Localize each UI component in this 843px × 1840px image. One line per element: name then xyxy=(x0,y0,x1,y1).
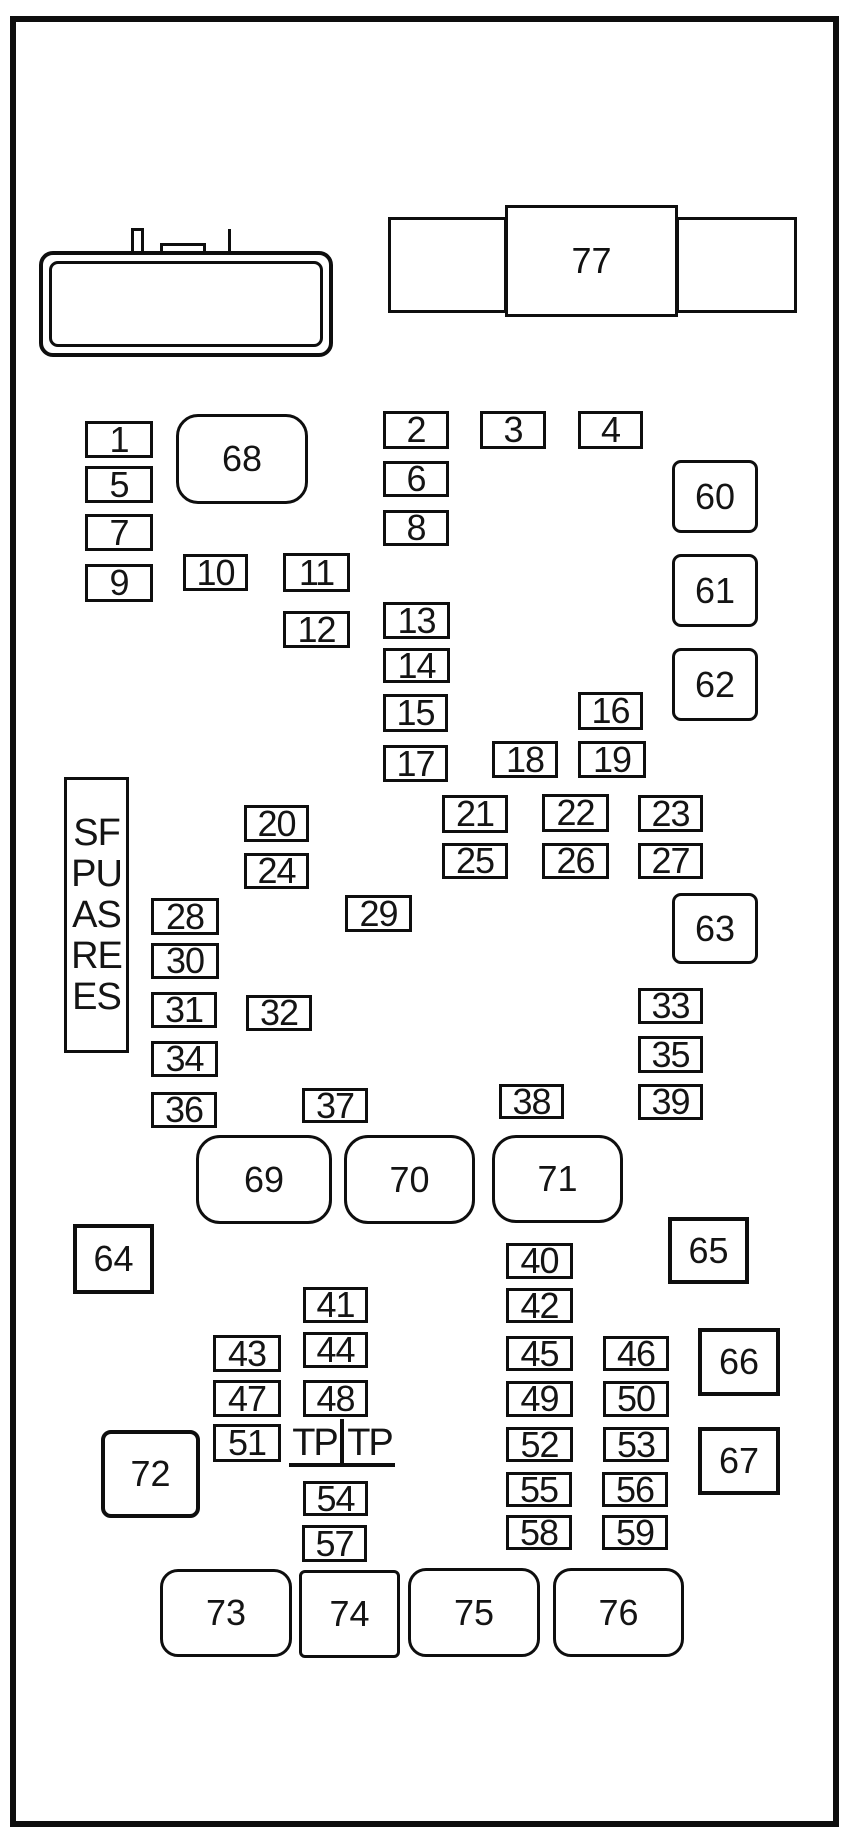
fuse-16: 16 xyxy=(578,690,643,731)
fuse-22: 22 xyxy=(542,792,609,833)
fuse-19: 19 xyxy=(578,739,646,780)
spare-fuses-line: PU xyxy=(71,852,123,895)
relay-63: 63 xyxy=(672,893,758,964)
fuse-26: 26 xyxy=(542,840,609,881)
connector xyxy=(39,251,333,357)
fuse-15: 15 xyxy=(383,692,448,733)
fuse-35: 35 xyxy=(638,1034,703,1075)
fuse-30: 30 xyxy=(151,940,219,981)
fuse-18: 18 xyxy=(492,739,558,780)
connector-tab-middle xyxy=(160,243,206,254)
fuse-4: 4 xyxy=(578,409,643,450)
fuse-59: 59 xyxy=(602,1512,668,1553)
maxi-fuse-77: 77 xyxy=(505,205,678,317)
fuse-40: 40 xyxy=(506,1240,573,1281)
fuse-43: 43 xyxy=(213,1333,281,1374)
fuse-6: 6 xyxy=(383,458,449,499)
fuse-9: 9 xyxy=(85,562,153,603)
fuse-17: 17 xyxy=(383,743,448,784)
fuse-39: 39 xyxy=(638,1081,703,1122)
spare-fuses-line: SF xyxy=(73,811,121,854)
fuse-41: 41 xyxy=(303,1284,368,1325)
connector-tab-left xyxy=(131,228,144,254)
maxi-fuse-77-right-wing xyxy=(676,217,797,313)
test-points: TP TP xyxy=(289,1419,395,1467)
fuse-32: 32 xyxy=(246,992,312,1033)
fuse-11: 11 xyxy=(283,552,350,593)
relay-68: 68 xyxy=(176,414,308,504)
fuse-47: 47 xyxy=(213,1378,281,1419)
fuse-13: 13 xyxy=(383,600,450,641)
fuse-56: 56 xyxy=(602,1469,668,1510)
fuse-25: 25 xyxy=(442,840,508,881)
fuse-53: 53 xyxy=(603,1424,669,1465)
spare-fuses-line: ES xyxy=(72,975,122,1018)
relay-60: 60 xyxy=(672,460,758,533)
test-point-left: TP xyxy=(289,1422,340,1467)
fuse-54: 54 xyxy=(303,1478,368,1519)
fuse-34: 34 xyxy=(151,1038,218,1079)
fuse-58: 58 xyxy=(506,1512,572,1553)
relay-61: 61 xyxy=(672,554,758,627)
relay-69: 69 xyxy=(196,1135,332,1224)
fuse-36: 36 xyxy=(151,1089,217,1130)
fuse-20: 20 xyxy=(244,803,309,844)
fuse-50: 50 xyxy=(603,1378,669,1419)
spare-fuses-line: RE xyxy=(71,934,123,977)
fuse-29: 29 xyxy=(345,893,412,934)
fuse-52: 52 xyxy=(506,1424,573,1465)
test-point-divider xyxy=(340,1419,344,1467)
fuse-1: 1 xyxy=(85,419,153,460)
fuse-27: 27 xyxy=(638,840,703,881)
relay-72: 72 xyxy=(101,1430,200,1518)
relay-73: 73 xyxy=(160,1569,292,1657)
test-point-right: TP xyxy=(344,1422,395,1467)
relay-75: 75 xyxy=(408,1568,540,1657)
fuse-42: 42 xyxy=(506,1285,573,1326)
fuse-45: 45 xyxy=(506,1333,573,1374)
connector-tab-right xyxy=(228,229,231,253)
fuse-10: 10 xyxy=(183,552,248,593)
relay-70: 70 xyxy=(344,1135,475,1224)
relay-62: 62 xyxy=(672,648,758,721)
fuse-28: 28 xyxy=(151,896,219,937)
fuse-8: 8 xyxy=(383,507,449,548)
fuse-24: 24 xyxy=(244,850,309,891)
relay-65: 65 xyxy=(668,1217,749,1284)
fuse-23: 23 xyxy=(638,793,703,834)
fuse-55: 55 xyxy=(506,1469,572,1510)
fuse-48: 48 xyxy=(303,1378,368,1419)
maxi-fuse-77-left-wing xyxy=(388,217,507,313)
relay-71: 71 xyxy=(492,1135,623,1223)
fuse-12: 12 xyxy=(283,609,350,650)
fuse-14: 14 xyxy=(383,645,450,686)
spare-fuses-label-box: SF PU AS RE ES xyxy=(64,777,129,1053)
fuse-44: 44 xyxy=(303,1329,368,1370)
fuse-21: 21 xyxy=(442,793,508,834)
fuse-57: 57 xyxy=(302,1523,367,1564)
fuse-33: 33 xyxy=(638,985,703,1026)
relay-64: 64 xyxy=(73,1224,154,1294)
fuse-2: 2 xyxy=(383,409,449,450)
fuse-49: 49 xyxy=(506,1378,573,1419)
fuse-51: 51 xyxy=(213,1422,281,1463)
fuse-5: 5 xyxy=(85,464,153,505)
fuse-3: 3 xyxy=(480,409,546,450)
relay-74: 74 xyxy=(299,1570,400,1658)
fuse-37: 37 xyxy=(302,1085,368,1126)
relay-67: 67 xyxy=(698,1427,780,1495)
relay-76: 76 xyxy=(553,1568,684,1657)
fuse-7: 7 xyxy=(85,512,153,553)
spare-fuses-line: AS xyxy=(72,893,122,936)
fuse-38: 38 xyxy=(499,1081,564,1122)
connector-inner-wall xyxy=(49,261,323,347)
fuse-46: 46 xyxy=(603,1333,669,1374)
relay-66: 66 xyxy=(698,1328,780,1396)
fuse-31: 31 xyxy=(151,989,217,1030)
